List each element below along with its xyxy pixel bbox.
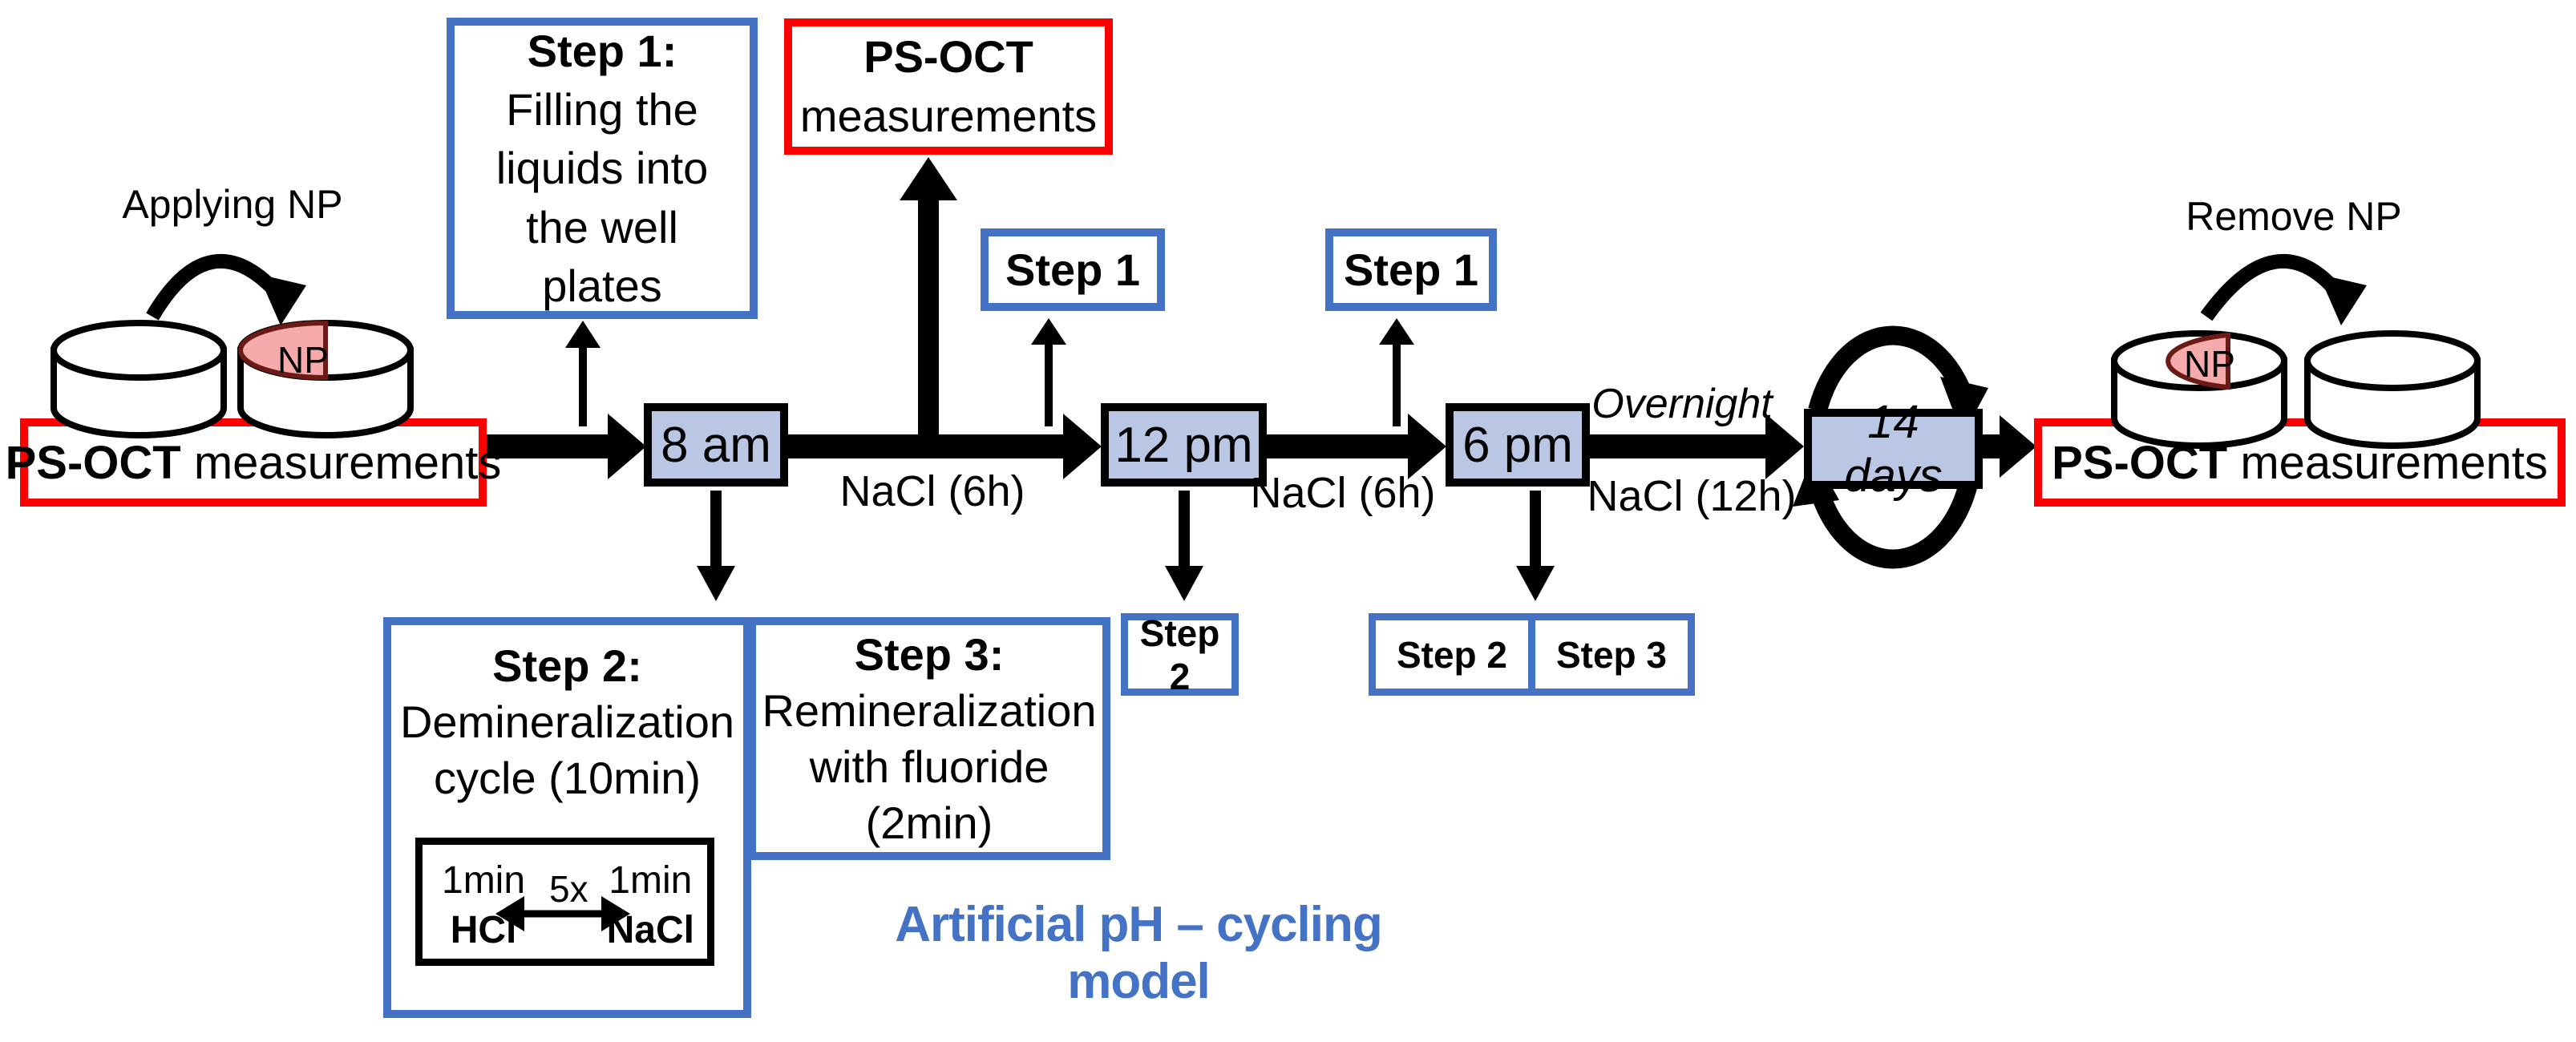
timepoint-8am: 8 am	[644, 403, 788, 487]
step3-tag-box: Step 3	[1528, 613, 1695, 696]
specimen-disc-top	[51, 320, 227, 381]
overnight-label: Overnight	[1591, 381, 1773, 427]
timepoint-14days: 14 days	[1804, 396, 1983, 502]
step1-title: Step 1:	[527, 25, 677, 76]
applying-np-arrow-icon	[146, 253, 285, 321]
timeline-arrowhead-icon	[2000, 415, 2036, 478]
measurements-label: measurements	[799, 91, 1098, 141]
np-wedge	[2166, 332, 2230, 390]
step1-description-box: Step 1: Filling the liquids into the wel…	[447, 18, 758, 319]
step2-line: cycle (10min)	[434, 753, 701, 803]
step1-line: Filling the	[506, 83, 698, 135]
step2-tag-box: Step 2	[1121, 612, 1239, 697]
nacl-label: NaCl	[606, 909, 694, 952]
step23-tag-group: Step 2 Step 3	[1369, 613, 1695, 696]
step23-down-arrowhead-icon	[1516, 566, 1555, 601]
timeline-arrowhead-icon	[1063, 414, 1102, 479]
nacl-6h-label: NaCl (6h)	[839, 467, 1025, 515]
timeline-segment	[1590, 434, 1769, 458]
psoct-measurements-box-top: PS-OCT measurements	[784, 18, 1113, 155]
cycle-count-label: 5x	[549, 868, 588, 910]
timeline-arrowhead-icon	[608, 414, 646, 479]
psoct-measurements-box-left: PS-OCT measurements	[6, 418, 501, 507]
psoct-measurements-box-right: PS-OCT measurements	[2034, 418, 2566, 507]
hcl-label: HCl	[450, 909, 517, 952]
remove-np-label: Remove NP	[2186, 194, 2402, 239]
step3-title: Step 3:	[854, 628, 1005, 680]
step2-down-arrow	[710, 491, 722, 571]
step2-down-arrowhead-icon	[697, 566, 735, 601]
step3-line: Remineralization	[762, 685, 1097, 736]
specimen-disc-top	[2304, 330, 2481, 391]
step3-description-box: Step 3: Remineralization with fluoride (…	[748, 617, 1110, 860]
step1-tag-box: Step 1	[981, 228, 1165, 311]
step1-up-arrow	[1045, 341, 1053, 426]
step1-up-arrow	[1393, 341, 1401, 426]
step1-up-arrowhead-icon	[1031, 318, 1066, 345]
np-label: NP	[2184, 343, 2235, 385]
step2-title: Step 2:	[492, 640, 642, 691]
psoct-label: PS-OCT measurements	[2052, 436, 2548, 489]
step1-up-arrowhead-icon	[565, 321, 601, 348]
step2-tag-box: Step 2	[1369, 613, 1535, 696]
remove-np-arrow-icon	[2200, 253, 2345, 321]
nacl-12h-label: NaCl (12h)	[1587, 472, 1797, 520]
specimen-disc-top	[2111, 330, 2287, 391]
step1-up-arrowhead-icon	[1379, 318, 1414, 345]
specimen-disc-top	[237, 320, 414, 381]
psoct-label: PS-OCT	[863, 31, 1033, 83]
np-wedge	[238, 320, 328, 381]
step1-line: liquids into	[495, 143, 709, 194]
np-label: NP	[277, 339, 329, 381]
timeline-segment	[788, 434, 1066, 458]
step3-line: with fluoride	[809, 741, 1049, 792]
demineralization-cycle-box: 1min HCl 5x 1min NaCl	[415, 838, 714, 966]
psoct-up-arrowhead-icon	[900, 157, 957, 200]
remove-np-arrowhead-icon	[2319, 274, 2367, 325]
nacl-6h-label: NaCl (6h)	[1250, 469, 1436, 517]
step1-up-arrow	[579, 343, 587, 426]
timepoint-6pm: 6 pm	[1446, 403, 1590, 487]
step2-description-box: Step 2: Demineralization cycle (10min)	[383, 617, 751, 1018]
nacl-column: 1min NaCl	[607, 856, 694, 956]
hcl-duration: 1min	[442, 859, 526, 902]
timeline-segment	[1983, 434, 2004, 458]
applying-np-arrowhead-icon	[258, 274, 306, 325]
nacl-duration: 1min	[609, 859, 693, 902]
diagram-caption: Artificial pH – cycling model	[895, 897, 1383, 1009]
step2-down-arrow	[1179, 491, 1190, 571]
step3-line: (2min)	[865, 797, 993, 848]
step2-down-arrowhead-icon	[1165, 566, 1203, 601]
applying-np-label: Applying NP	[122, 182, 343, 227]
timepoint-12pm: 12 pm	[1101, 403, 1267, 487]
step2-line: Demineralization	[399, 697, 735, 747]
step1-line: plates	[542, 260, 662, 312]
timeline-segment	[1267, 434, 1411, 458]
psoct-up-arrow	[918, 194, 939, 449]
step23-down-arrow	[1530, 491, 1541, 571]
psoct-label: PS-OCT measurements	[5, 436, 502, 489]
step1-tag-box: Step 1	[1325, 228, 1497, 311]
step1-line: the well	[526, 201, 678, 252]
hcl-column: 1min HCl	[442, 856, 525, 956]
